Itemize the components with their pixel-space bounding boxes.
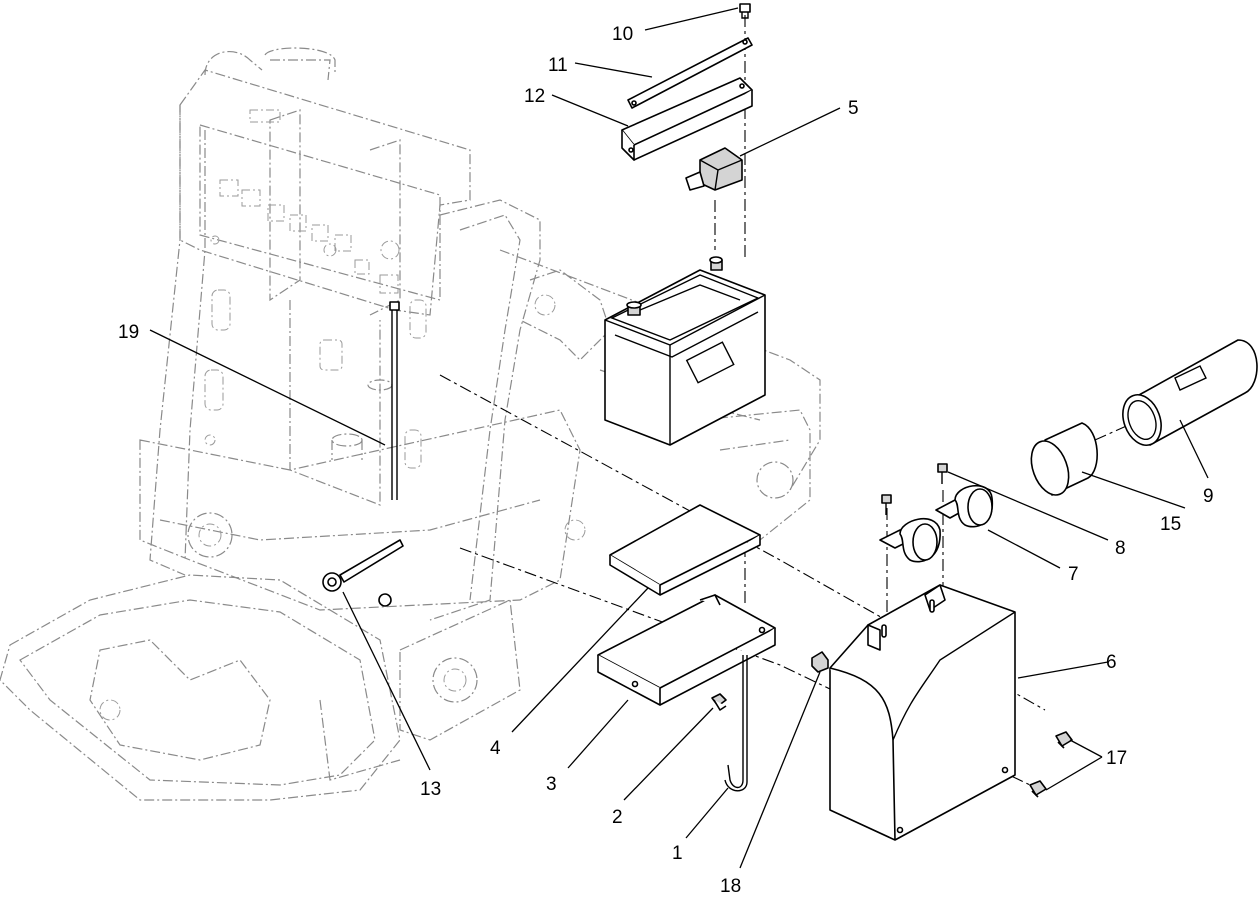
part-9-tube bbox=[1122, 339, 1258, 446]
part-3-battery-tray bbox=[597, 594, 776, 706]
part-11-strap bbox=[627, 37, 753, 109]
battery bbox=[604, 256, 766, 446]
callout-1: 1 bbox=[672, 843, 683, 864]
assembly-axes bbox=[439, 15, 1141, 786]
callout-10: 10 bbox=[612, 24, 633, 45]
part-4-battery-pad bbox=[609, 504, 761, 596]
callout-4: 4 bbox=[490, 738, 501, 759]
callout-2: 2 bbox=[612, 807, 623, 828]
callout-8: 8 bbox=[1115, 538, 1126, 559]
callout-18: 18 bbox=[720, 876, 741, 897]
callout-13: 13 bbox=[420, 779, 441, 800]
part-6-battery-cover bbox=[829, 584, 1016, 841]
callout-6: 6 bbox=[1106, 652, 1117, 673]
callout-15: 15 bbox=[1160, 514, 1181, 535]
part-19-cable-tie bbox=[389, 301, 400, 500]
part-8-bolts bbox=[881, 463, 948, 515]
part-1-j-hook bbox=[724, 655, 748, 792]
part-7-cable-clamps bbox=[879, 484, 993, 563]
part-10-bolt bbox=[739, 3, 751, 19]
callout-17: 17 bbox=[1106, 748, 1127, 769]
callout-7: 7 bbox=[1068, 564, 1079, 585]
part-5-terminal-boot bbox=[685, 147, 743, 191]
callout-5: 5 bbox=[848, 98, 859, 119]
callout-9: 9 bbox=[1203, 486, 1214, 507]
callout-19: 19 bbox=[118, 322, 139, 343]
part-13-battery-cable bbox=[322, 539, 404, 607]
part-12-angle-bracket bbox=[621, 77, 753, 161]
callout-3: 3 bbox=[546, 774, 557, 795]
part-2-bolt bbox=[711, 693, 727, 711]
part-18-spacer bbox=[811, 651, 829, 673]
leader-lines bbox=[149, 7, 1209, 869]
callout-labels: 10 11 12 5 19 13 4 3 2 1 18 6 7 8 15 9 1… bbox=[118, 24, 1214, 897]
part-17-bolts bbox=[1029, 731, 1073, 798]
callout-11: 11 bbox=[548, 55, 568, 76]
part-15-sleeve bbox=[1030, 422, 1098, 496]
callout-12: 12 bbox=[524, 86, 545, 107]
